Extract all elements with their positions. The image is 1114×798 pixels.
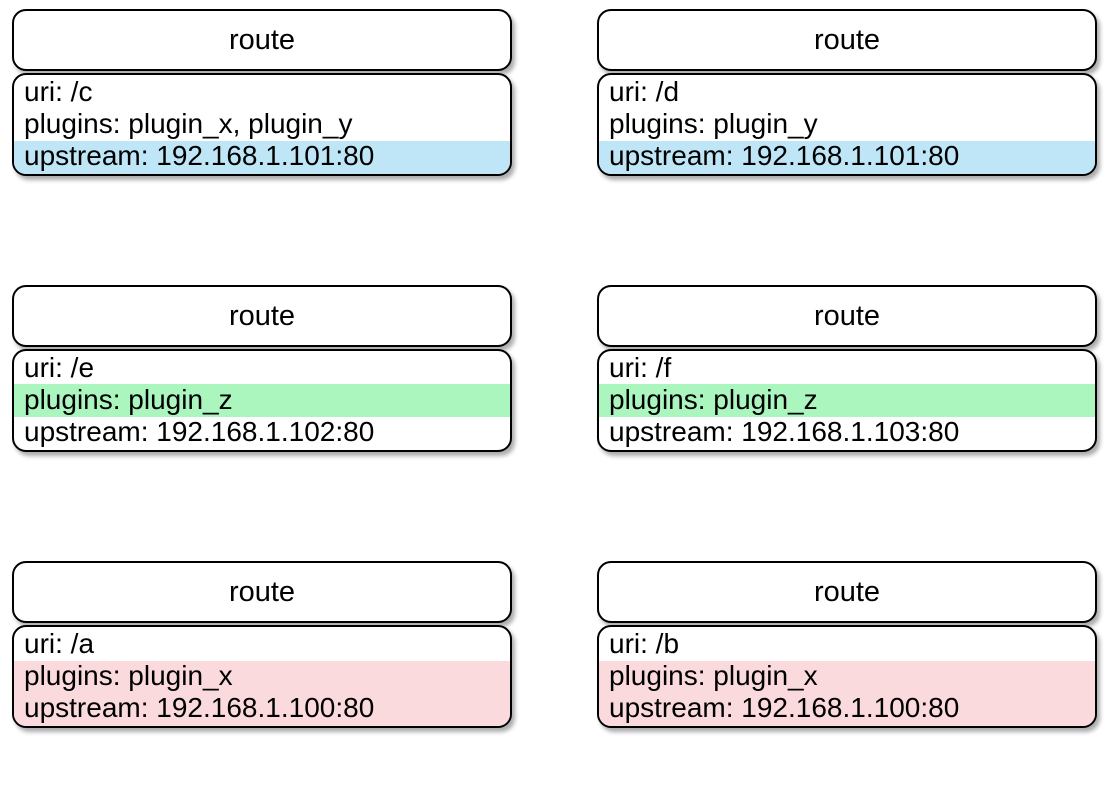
- highlight-band-plugins: [14, 384, 510, 417]
- route-card-title: route: [813, 23, 881, 56]
- route-card-header: route: [12, 285, 512, 347]
- route-card-body: uri: /c plugins: plugin_x, plugin_y upst…: [12, 73, 512, 176]
- highlight-band-plugins-upstream: [599, 661, 1095, 726]
- route-card[interactable]: route uri: /e plugins: plugin_z upstream…: [12, 285, 512, 452]
- route-plugins-row: plugins: plugin_z: [609, 384, 818, 415]
- route-plugins-row: plugins: plugin_z: [24, 384, 233, 415]
- route-plugins-row: plugins: plugin_x: [609, 660, 818, 691]
- route-card-body: uri: /a plugins: plugin_x upstream: 192.…: [12, 625, 512, 728]
- route-upstream-row: upstream: 192.168.1.101:80: [24, 140, 375, 171]
- route-uri-row: uri: /a: [24, 628, 95, 659]
- route-card-header: route: [597, 561, 1097, 623]
- route-card-body: uri: /b plugins: plugin_x upstream: 192.…: [597, 625, 1097, 728]
- route-card-header: route: [597, 9, 1097, 71]
- route-uri-row: uri: /e: [24, 352, 95, 383]
- route-upstream-row: upstream: 192.168.1.102:80: [24, 416, 375, 447]
- route-plugins-row: plugins: plugin_y: [609, 108, 818, 139]
- route-upstream-row: upstream: 192.168.1.100:80: [24, 692, 375, 723]
- route-plugins-row: plugins: plugin_x: [24, 660, 233, 691]
- route-upstream-row: upstream: 192.168.1.103:80: [609, 416, 960, 447]
- route-card-header: route: [12, 561, 512, 623]
- route-card[interactable]: route uri: /d plugins: plugin_y upstream…: [597, 9, 1097, 176]
- route-card-title: route: [228, 575, 296, 608]
- route-card[interactable]: route uri: /c plugins: plugin_x, plugin_…: [12, 9, 512, 176]
- route-card-body: uri: /f plugins: plugin_z upstream: 192.…: [597, 349, 1097, 452]
- route-uri-row: uri: /b: [609, 628, 680, 659]
- route-card-title: route: [813, 575, 881, 608]
- route-card[interactable]: route uri: /b plugins: plugin_x upstream…: [597, 561, 1097, 728]
- route-card[interactable]: route uri: /f plugins: plugin_z upstream…: [597, 285, 1097, 452]
- route-uri-row: uri: /f: [609, 352, 672, 383]
- route-card-title: route: [228, 23, 296, 56]
- highlight-band-plugins-upstream: [14, 661, 510, 726]
- highlight-band-upstream: [14, 141, 510, 174]
- route-card-body: uri: /e plugins: plugin_z upstream: 192.…: [12, 349, 512, 452]
- route-upstream-row: upstream: 192.168.1.100:80: [609, 692, 960, 723]
- route-card-body: uri: /d plugins: plugin_y upstream: 192.…: [597, 73, 1097, 176]
- route-uri-row: uri: /c: [24, 76, 93, 107]
- route-card-header: route: [597, 285, 1097, 347]
- route-uri-row: uri: /d: [609, 76, 680, 107]
- highlight-band-plugins: [599, 384, 1095, 417]
- route-card-title: route: [813, 299, 881, 332]
- route-upstream-row: upstream: 192.168.1.101:80: [609, 140, 960, 171]
- route-card-title: route: [228, 299, 296, 332]
- highlight-band-upstream: [599, 141, 1095, 174]
- route-card-header: route: [12, 9, 512, 71]
- route-plugins-row: plugins: plugin_x, plugin_y: [24, 108, 353, 139]
- route-card[interactable]: route uri: /a plugins: plugin_x upstream…: [12, 561, 512, 728]
